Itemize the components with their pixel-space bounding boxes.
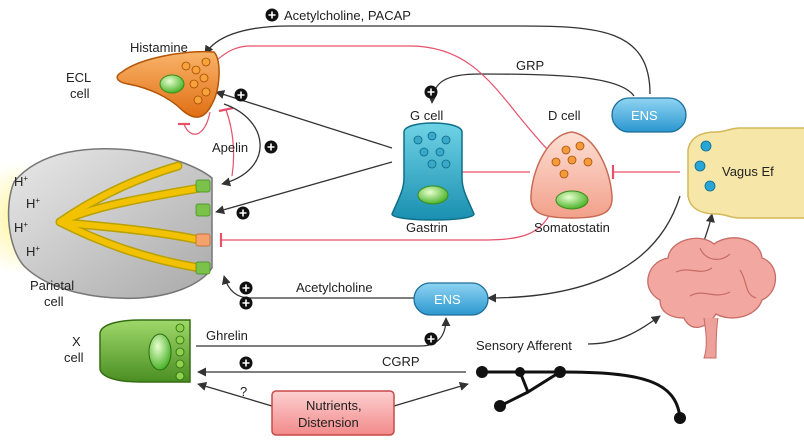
label-ghrelin: Ghrelin — [206, 328, 248, 343]
inhibit-d-to-parietal — [222, 209, 553, 241]
label-nutrients-line1: Nutrients, — [306, 398, 362, 413]
arrow-nutrients-to-x-cell — [197, 381, 273, 407]
plus-icon — [424, 332, 438, 346]
label-ens-mid: ENS — [434, 292, 461, 307]
svg-text:H+: H+ — [26, 196, 40, 211]
label-parietal-line2: cell — [44, 294, 64, 309]
label-question: ? — [240, 384, 247, 399]
arrow-nutrients-to-sensory — [393, 381, 469, 407]
h-plus-label: H — [14, 174, 23, 189]
plus-icon — [265, 8, 279, 22]
label-ach-pacap: Acetylcholine, PACAP — [284, 8, 411, 23]
sensory-neuron — [482, 370, 682, 419]
label-ecl-line1: ECL — [66, 70, 91, 85]
plus-icon — [264, 140, 278, 154]
plus-icon — [239, 296, 253, 310]
label-x-line1: X — [72, 334, 81, 349]
arrow-gastrin-to-parietal — [215, 161, 393, 215]
d-cell — [530, 131, 613, 219]
h-plus-label: H — [14, 220, 23, 235]
brain-icon — [647, 237, 776, 359]
label-d-cell: D cell — [548, 108, 581, 123]
nutrients-box — [271, 390, 395, 436]
vagus-efferent — [687, 127, 804, 219]
ens-top — [611, 97, 687, 133]
arrow-ach-pacap-to-ecl — [204, 25, 651, 95]
h-plus-labels: H+ H+ H+ H+ — [14, 174, 40, 259]
label-acetylcholine: Acetylcholine — [296, 280, 373, 295]
svg-text:H+: H+ — [26, 244, 40, 259]
label-g-cell: G cell — [410, 108, 443, 123]
ecl-cell — [116, 50, 220, 118]
arrow-sensory-to-brain — [587, 315, 661, 345]
label-histamine: Histamine — [130, 40, 188, 55]
h-plus-superscript: + — [23, 220, 28, 229]
plus-icon — [236, 206, 250, 220]
inhibit-bar-apelin — [218, 106, 234, 113]
label-ecl-line2: cell — [70, 86, 90, 101]
plus-icon — [239, 281, 253, 295]
h-plus-superscript: + — [35, 244, 40, 253]
label-cgrp: CGRP — [382, 354, 420, 369]
label-ens-top: ENS — [631, 108, 658, 123]
label-x-line2: cell — [64, 350, 84, 365]
inhibit-d-cell-to-ecl — [211, 45, 549, 151]
label-sensory-afferent: Sensory Afferent — [476, 338, 572, 353]
label-somatostatin: Somatostatin — [534, 220, 610, 235]
svg-text:H+: H+ — [14, 220, 28, 235]
arrow-gastrin-to-ecl — [215, 90, 393, 149]
label-gastrin: Gastrin — [406, 220, 448, 235]
parietal-cell — [0, 148, 213, 300]
x-cell — [99, 319, 191, 383]
label-vagus: Vagus Ef — [722, 164, 774, 179]
g-cell — [391, 122, 475, 221]
h-plus-superscript: + — [35, 196, 40, 205]
arrow-ghrelin-to-ens — [196, 317, 451, 347]
arrow-grp-to-g-cell — [427, 73, 635, 104]
label-parietal-line1: Parietal — [30, 278, 74, 293]
plus-icon — [234, 88, 248, 102]
h-plus-label: H — [26, 244, 35, 259]
label-apelin: Apelin — [212, 140, 248, 155]
arrow-vagus-to-ens — [487, 195, 681, 303]
h-plus-label: H — [26, 196, 35, 211]
neuron-nodes — [476, 366, 686, 424]
inhibit-apelin-to-ecl — [225, 109, 235, 177]
ens-middle — [413, 282, 489, 316]
plus-marks — [234, 8, 438, 370]
h-plus-superscript: + — [23, 174, 28, 183]
arrow-histamine-to-parietal — [221, 103, 261, 187]
label-nutrients-line2: Distension — [298, 415, 359, 430]
plus-icon — [239, 356, 253, 370]
svg-text:H+: H+ — [14, 174, 28, 189]
plus-icon — [424, 85, 438, 99]
inhibit-ecl-autocrine — [183, 111, 211, 135]
label-grp: GRP — [516, 58, 544, 73]
